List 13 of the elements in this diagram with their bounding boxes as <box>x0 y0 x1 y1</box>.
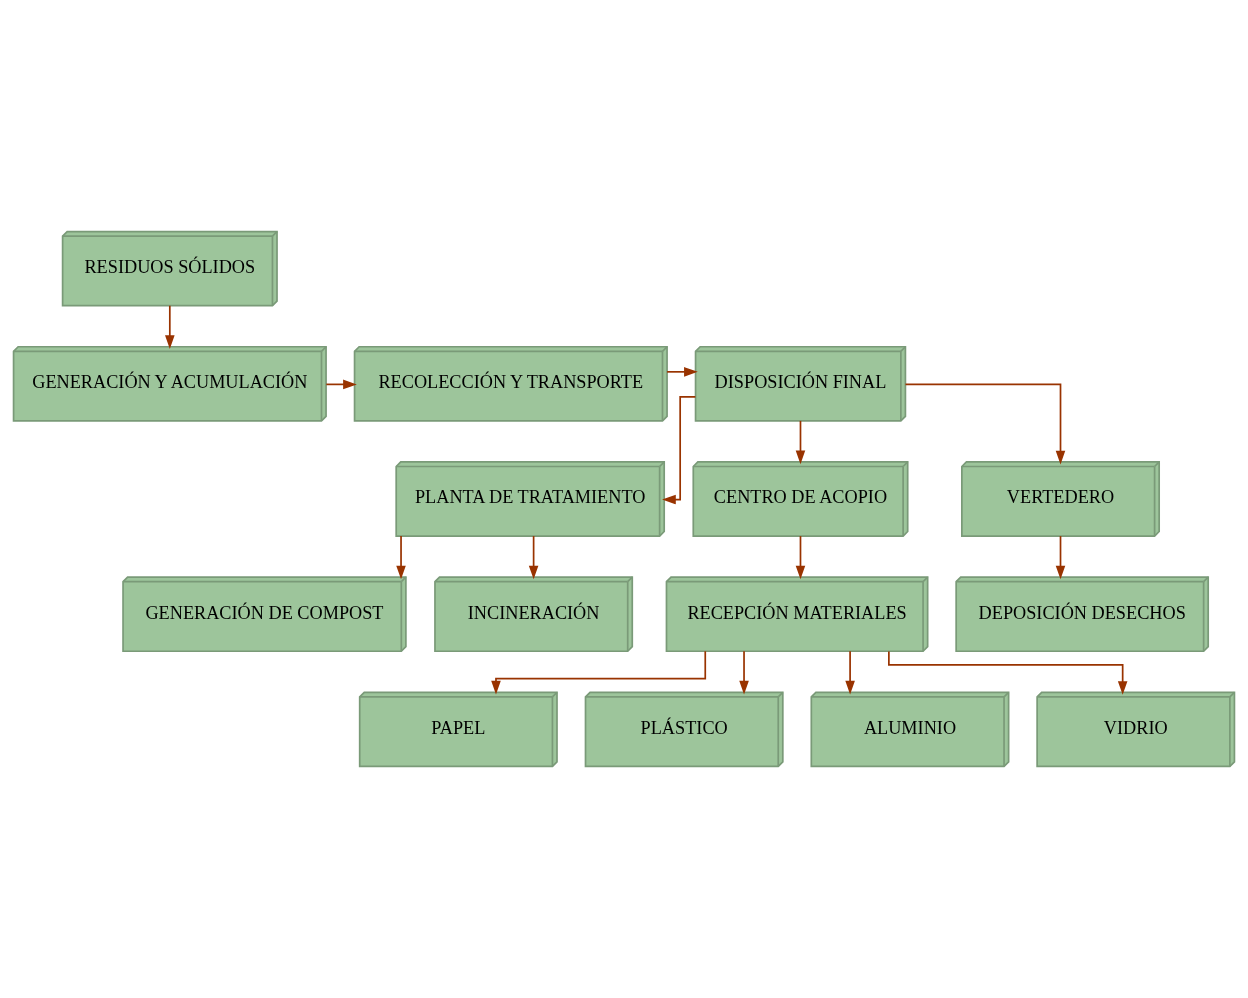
arrow <box>904 383 1066 465</box>
arrow <box>396 535 406 580</box>
arrow <box>795 420 806 465</box>
arrow <box>845 650 855 695</box>
arrow <box>165 304 175 349</box>
arrow <box>662 396 697 505</box>
arrow <box>491 650 707 695</box>
arrow <box>888 650 1128 695</box>
arrow <box>528 535 539 580</box>
arrow <box>739 650 749 695</box>
arrow <box>666 367 698 377</box>
arrow <box>1055 535 1066 580</box>
arrow <box>795 535 806 580</box>
